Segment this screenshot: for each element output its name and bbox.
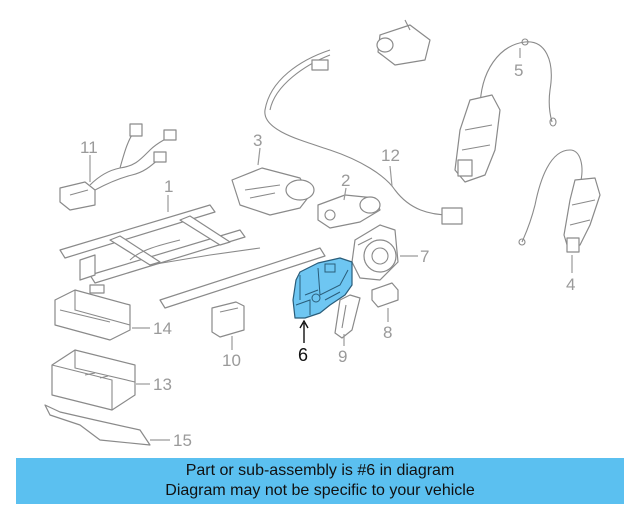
callout-7: 7 [420,247,429,266]
callout-12: 12 [381,146,400,165]
callout-2: 2 [341,171,350,190]
callout-8: 8 [383,323,392,342]
callout-11: 11 [80,138,98,157]
part-7-motor-unit [351,224,399,281]
callout-labels: 1 2 3 4 5 6 7 8 9 10 11 12 13 14 15 [80,61,575,450]
callout-1: 1 [164,177,173,196]
callout-5: 5 [514,61,523,80]
part-11-wiring-harness [59,123,177,211]
callout-10: 10 [222,351,241,370]
part-5-cable-motor [454,38,557,183]
callout-9: 9 [338,347,347,366]
parts-diagram: 1 2 3 4 5 6 7 8 9 10 11 12 13 14 15 [44,19,601,450]
part-10-switch-cover [211,301,245,338]
banner-line-2: Diagram may not be specific to your vehi… [165,482,475,499]
part-14-module [54,284,131,341]
part-6-highlighted[interactable] [292,257,353,319]
callout-4: 4 [566,275,575,294]
callout-15: 15 [173,431,192,450]
info-banner: Part or sub-assembly is #6 in diagram Di… [16,458,624,504]
part-15-plate [44,404,151,446]
part-8-button [371,282,399,308]
callout-13: 13 [153,375,172,394]
banner-line-1: Part or sub-assembly is #6 in diagram [185,462,455,479]
callout-14: 14 [153,319,172,338]
part-4-cable-actuator [518,149,601,253]
part-3-motor [231,167,315,216]
part-9-trim [334,294,361,339]
callout-6: 6 [298,345,308,365]
part-13-control-module [51,349,136,411]
part-12-cable [264,19,463,225]
callout-3: 3 [253,131,262,150]
part-2-gear-motor [317,194,381,229]
leader-lines [89,48,573,441]
part-1-seat-frame [59,204,326,309]
